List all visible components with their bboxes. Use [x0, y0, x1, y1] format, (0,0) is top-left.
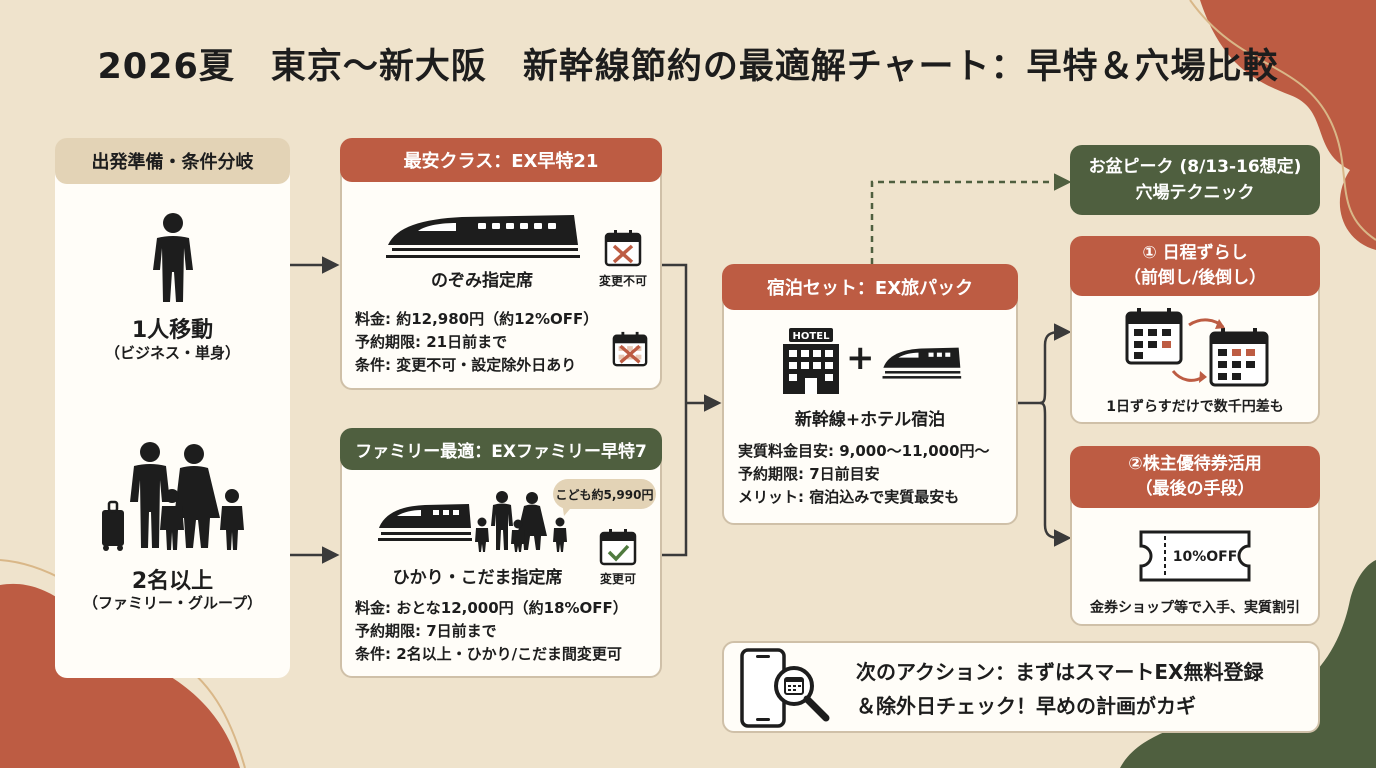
peak-header-line1: お盆ピーク (8/13-16想定) [1088, 157, 1302, 177]
pack-card [722, 285, 1018, 525]
shift-header-line2: （前倒し/後倒し） [1123, 268, 1267, 288]
pack-merit: メリット: 宿泊込みで実質最安も [738, 488, 960, 506]
family-with-luggage-icon [102, 442, 244, 551]
plus-sign: + [846, 338, 875, 378]
solo-sublabel: （ビジネス・単身） [104, 344, 240, 362]
discount-ticket-icon: 10%OFF [1139, 530, 1251, 582]
child-fare-text: こども約5,990円 [555, 487, 654, 502]
shift-caption: 1日ずらすだけで数千円差も [1106, 399, 1284, 415]
voucher-caption: 金券ショップ等で入手、実質割引 [1090, 600, 1300, 616]
calendar-no-change-icon [604, 230, 642, 267]
smartphone-search-icon [740, 648, 830, 728]
hikari-train-icon [378, 504, 472, 541]
ex21-seat: のぞみ指定席 [431, 271, 533, 291]
ex21-header: 最安クラス：EX早特21 [340, 138, 662, 182]
start-header: 出発準備・条件分岐 [55, 138, 290, 184]
group-label: 2名以上 [131, 569, 214, 594]
family-deadline: 予約期限: 7日前まで [355, 622, 497, 640]
page-title: 2026夏 東京〜新大阪 新幹線節約の最適解チャート：早特＆穴場比較 [97, 47, 1279, 87]
decor-blob-top-right [1189, 0, 1376, 250]
ex21-conditions: 条件: 変更不可・設定除外日あり [355, 356, 577, 374]
family-conditions: 条件: 2名以上・ひかり/こだま間変更可 [355, 645, 622, 663]
family-group-icon [475, 491, 567, 552]
single-person-icon [153, 213, 193, 302]
pack-fare: 実質料金目安: 9,000〜11,000円〜 [738, 442, 990, 460]
family-fare: 料金: おとな12,000円（約18%OFF） [355, 599, 628, 617]
bubble-tail [562, 502, 576, 516]
hotel-building-icon: HOTEL [783, 328, 839, 394]
hotel-sign-text: HOTEL [793, 331, 831, 342]
family-header: ファミリー最適：EXファミリー早特7 [340, 428, 662, 470]
voucher-header-line2: （最後の手段） [1135, 479, 1255, 499]
voucher-header-line1: ②株主優待券活用 [1128, 454, 1262, 474]
ex21-badge: 変更不可 [598, 274, 647, 288]
ticket-discount-text: 10%OFF [1173, 549, 1238, 565]
voucher-header: ②株主優待券活用 （最後の手段） [1070, 446, 1320, 508]
calendar-excluded-icon [612, 331, 648, 367]
ex21-deadline: 予約期限: 21日前まで [355, 333, 508, 351]
pack-train-icon [882, 347, 962, 379]
next-action-line1: 次のアクション：まずはスマートEX無料登録 [856, 660, 1264, 684]
ex21-card [340, 155, 662, 390]
ex21-fare: 料金: 約12,980円（約12%OFF） [355, 310, 599, 328]
shift-header: ① 日程ずらし （前倒し/後倒し） [1070, 236, 1320, 296]
pack-deadline: 予約期限: 7日前目安 [738, 465, 880, 483]
nozomi-train-icon [386, 215, 580, 258]
pack-caption: 新幹線+ホテル宿泊 [794, 410, 946, 430]
solo-label: 1人移動 [131, 318, 214, 343]
pack-header: 宿泊セット：EX旅パック [722, 264, 1018, 310]
next-action-line2: ＆除外日チェック！早めの計画がカギ [856, 694, 1196, 718]
family-badge: 変更可 [599, 572, 636, 586]
peak-header: お盆ピーク (8/13-16想定) 穴場テクニック [1070, 145, 1320, 215]
family-seat: ひかり・こだま指定席 [392, 568, 563, 588]
shift-header-line1: ① 日程ずらし [1142, 243, 1248, 263]
group-sublabel: （ファミリー・グループ） [82, 594, 263, 612]
peak-header-line2: 穴場テクニック [1135, 183, 1255, 203]
date-shift-calendars-icon [1125, 308, 1269, 387]
calendar-check-icon [599, 529, 637, 566]
